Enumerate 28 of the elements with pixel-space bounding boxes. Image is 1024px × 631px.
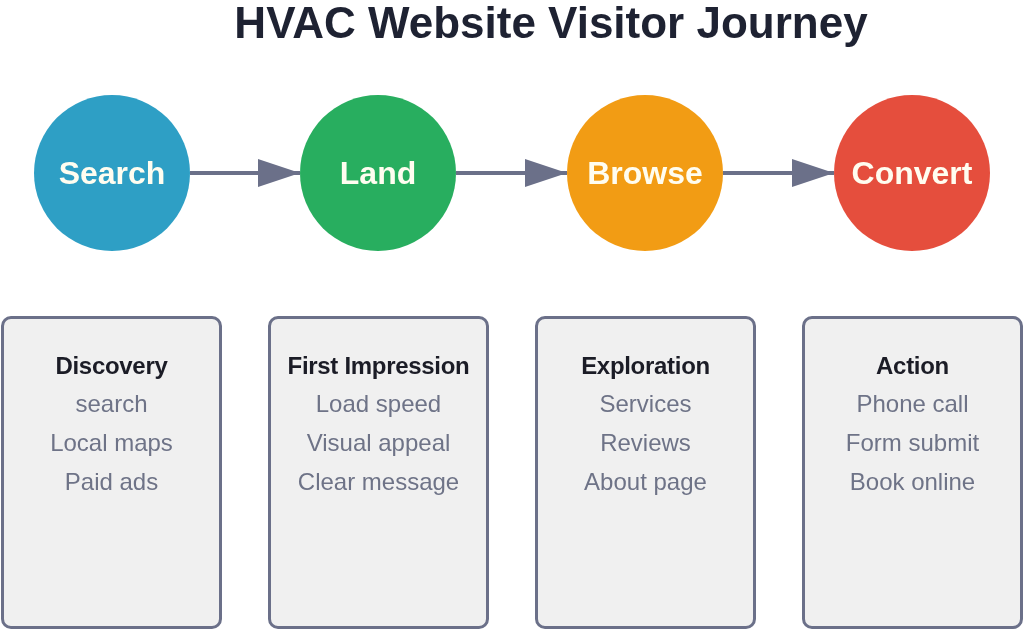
- list-item: Visual appeal: [306, 428, 451, 458]
- list-item: Clear message: [297, 467, 460, 497]
- card-heading: Action: [876, 351, 949, 381]
- list-item: Load speed: [315, 389, 442, 419]
- card-heading: Exploration: [581, 351, 710, 381]
- arrow: [723, 159, 834, 187]
- arrow: [190, 159, 300, 187]
- stage-card: [535, 316, 756, 629]
- list-item: Book online: [849, 467, 976, 497]
- stage-card: [268, 316, 489, 629]
- stage-card: [1, 316, 222, 629]
- list-item: Local maps: [50, 428, 173, 458]
- diagram-title: HVAC Website Visitor Journey: [233, 0, 869, 48]
- stage-card: [802, 316, 1023, 629]
- stage-label: Land: [339, 154, 417, 192]
- list-item: Paid ads: [64, 467, 159, 497]
- list-item: Phone call: [856, 389, 969, 419]
- stage-label: Browse: [587, 154, 703, 192]
- list-item: Services: [599, 389, 692, 419]
- stage-label: Search: [58, 154, 166, 192]
- list-item: Form submit: [845, 428, 980, 458]
- stage-label: Convert: [851, 154, 973, 192]
- list-item: search: [75, 389, 148, 419]
- list-item: About page: [584, 467, 707, 497]
- card-heading: First Impression: [287, 351, 470, 381]
- arrow: [456, 159, 567, 187]
- list-item: Reviews: [600, 428, 691, 458]
- card-heading: Discovery: [55, 351, 168, 381]
